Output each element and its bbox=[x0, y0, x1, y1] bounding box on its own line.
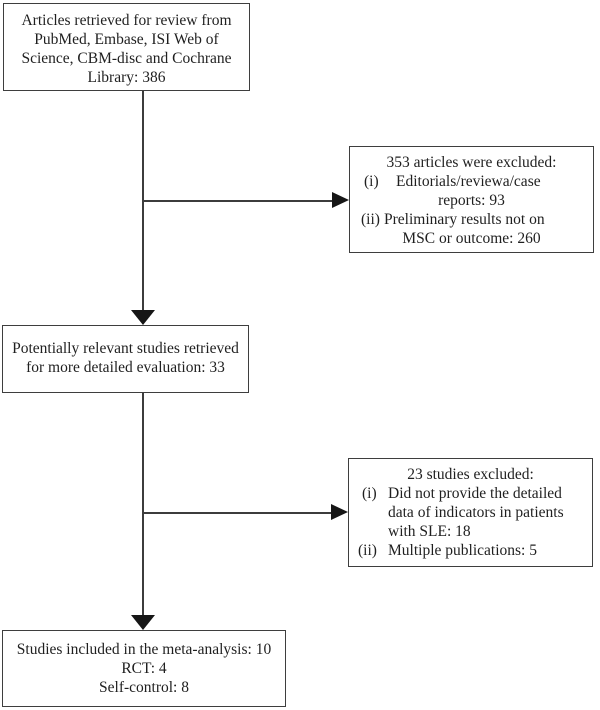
box-relevant-studies: Potentially relevant studies retrieved f… bbox=[2, 325, 249, 393]
box-included-studies: Studies included in the meta-analysis: 1… bbox=[2, 630, 286, 707]
text-line: for more detailed evaluation: 33 bbox=[26, 359, 225, 376]
list-item-continuation: MSC or outcome: 260 bbox=[402, 230, 541, 247]
list-item-text: data of indicators in patients bbox=[388, 504, 564, 521]
list-marker: (i) bbox=[364, 173, 379, 190]
exclusion-heading: 23 studies excluded: bbox=[407, 466, 534, 483]
list-item: (ii)Preliminary results not on bbox=[350, 210, 593, 229]
box-articles-retrieved: Articles retrieved for review from PubMe… bbox=[3, 3, 250, 91]
connector-vertical-1 bbox=[142, 91, 144, 311]
list-item-text: Multiple publications: 5 bbox=[388, 542, 537, 559]
text-line: RCT: 4 bbox=[121, 660, 167, 677]
text-line: Articles retrieved for review from bbox=[21, 12, 232, 29]
connector-horizontal-1 bbox=[143, 200, 333, 202]
arrowhead-down-icon bbox=[131, 310, 155, 325]
list-marker: (ii) bbox=[358, 542, 377, 559]
arrowhead-right-icon bbox=[332, 192, 349, 208]
text-line: Potentially relevant studies retrieved bbox=[12, 340, 239, 357]
text-line: Studies included in the meta-analysis: 1… bbox=[16, 641, 272, 658]
list-item: (ii) Multiple publications: 5 bbox=[349, 541, 592, 560]
connector-horizontal-2 bbox=[143, 512, 332, 514]
list-item-text: with SLE: 18 bbox=[388, 523, 471, 540]
text-line: Science, CBM-disc and Cochrane bbox=[21, 50, 232, 67]
list-item-continuation: reports: 93 bbox=[438, 192, 505, 209]
list-item-text: Editorials/reviewa/case bbox=[396, 173, 541, 190]
connector-vertical-2 bbox=[142, 393, 144, 616]
list-item: (i) Did not provide the detailed data of… bbox=[349, 484, 592, 541]
exclusion-heading: 353 articles were excluded: bbox=[386, 154, 557, 171]
text-line: Library: 386 bbox=[87, 69, 166, 86]
arrowhead-down-icon bbox=[131, 615, 155, 630]
arrowhead-right-icon bbox=[331, 504, 348, 520]
list-marker: (i) bbox=[362, 485, 377, 502]
text-line: PubMed, Embase, ISI Web of bbox=[34, 31, 219, 48]
list-item-text: Did not provide the detailed bbox=[388, 485, 562, 502]
text-line: Self-control: 8 bbox=[99, 679, 189, 696]
list-item-text: Preliminary results not on bbox=[384, 211, 545, 228]
list-item: (i) Editorials/reviewa/case bbox=[350, 172, 593, 191]
box-excluded-353: 353 articles were excluded: (i) Editorial… bbox=[349, 146, 594, 253]
list-marker: (ii) bbox=[361, 211, 380, 228]
box-excluded-23: 23 studies excluded: (i) Did not provide… bbox=[348, 458, 593, 567]
